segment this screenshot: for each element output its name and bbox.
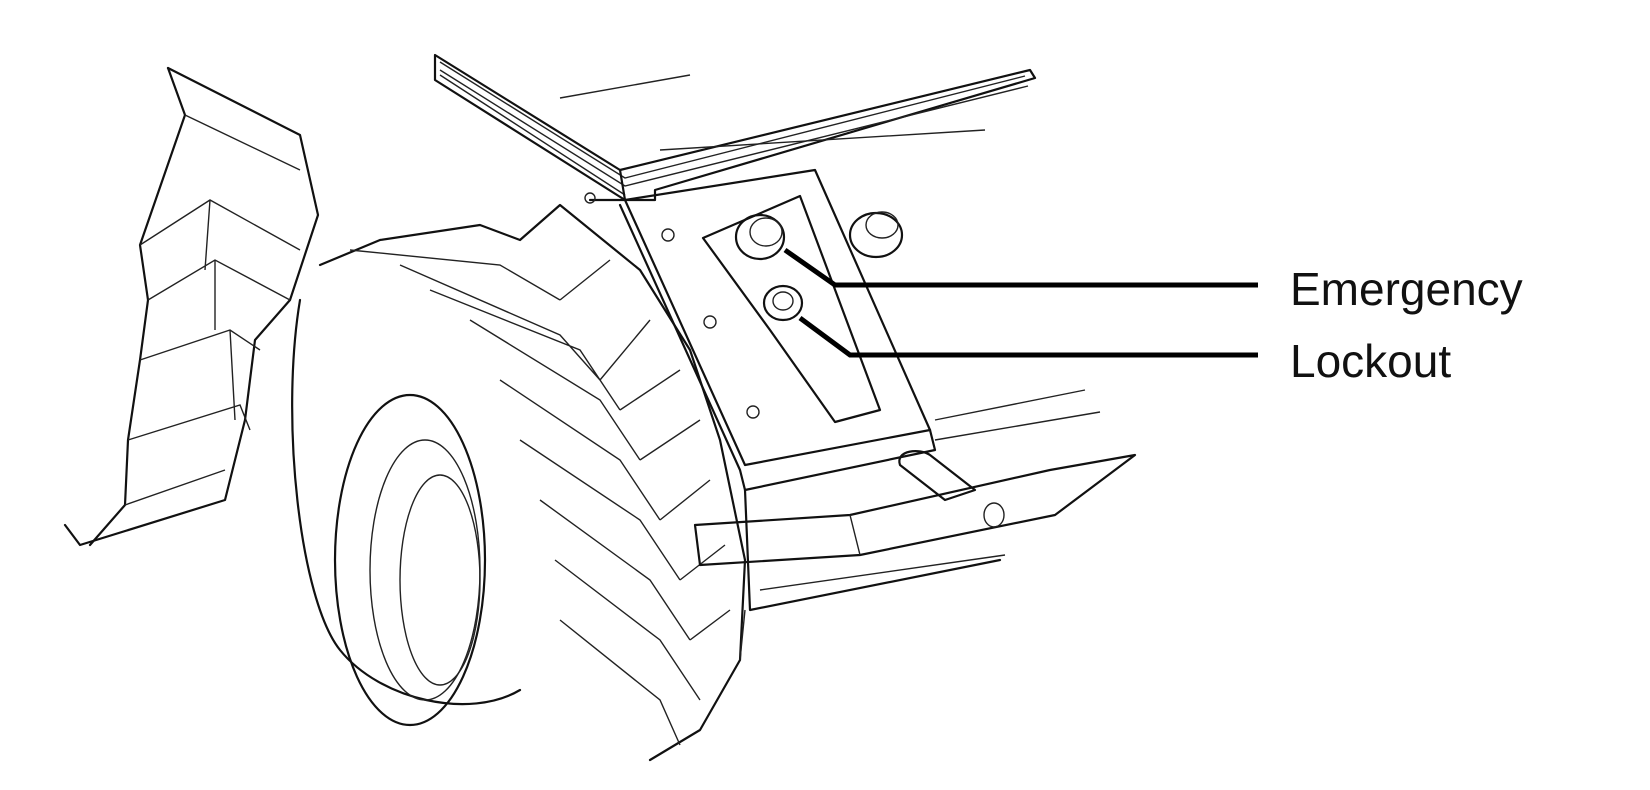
emergency-label: Emergency	[1290, 263, 1523, 315]
main-tire	[291, 203, 747, 762]
left-tire-tread	[63, 66, 320, 547]
frame-rails	[433, 53, 1037, 202]
control-panel	[584, 168, 937, 492]
lockout-switch	[762, 284, 804, 322]
bumper-tube	[693, 389, 1137, 661]
emergency-callout-line	[783, 247, 1258, 288]
lockout-label: Lockout	[1290, 335, 1452, 387]
emergency-button	[734, 213, 786, 261]
side-button	[848, 211, 904, 259]
lockout-callout-line	[798, 315, 1258, 358]
